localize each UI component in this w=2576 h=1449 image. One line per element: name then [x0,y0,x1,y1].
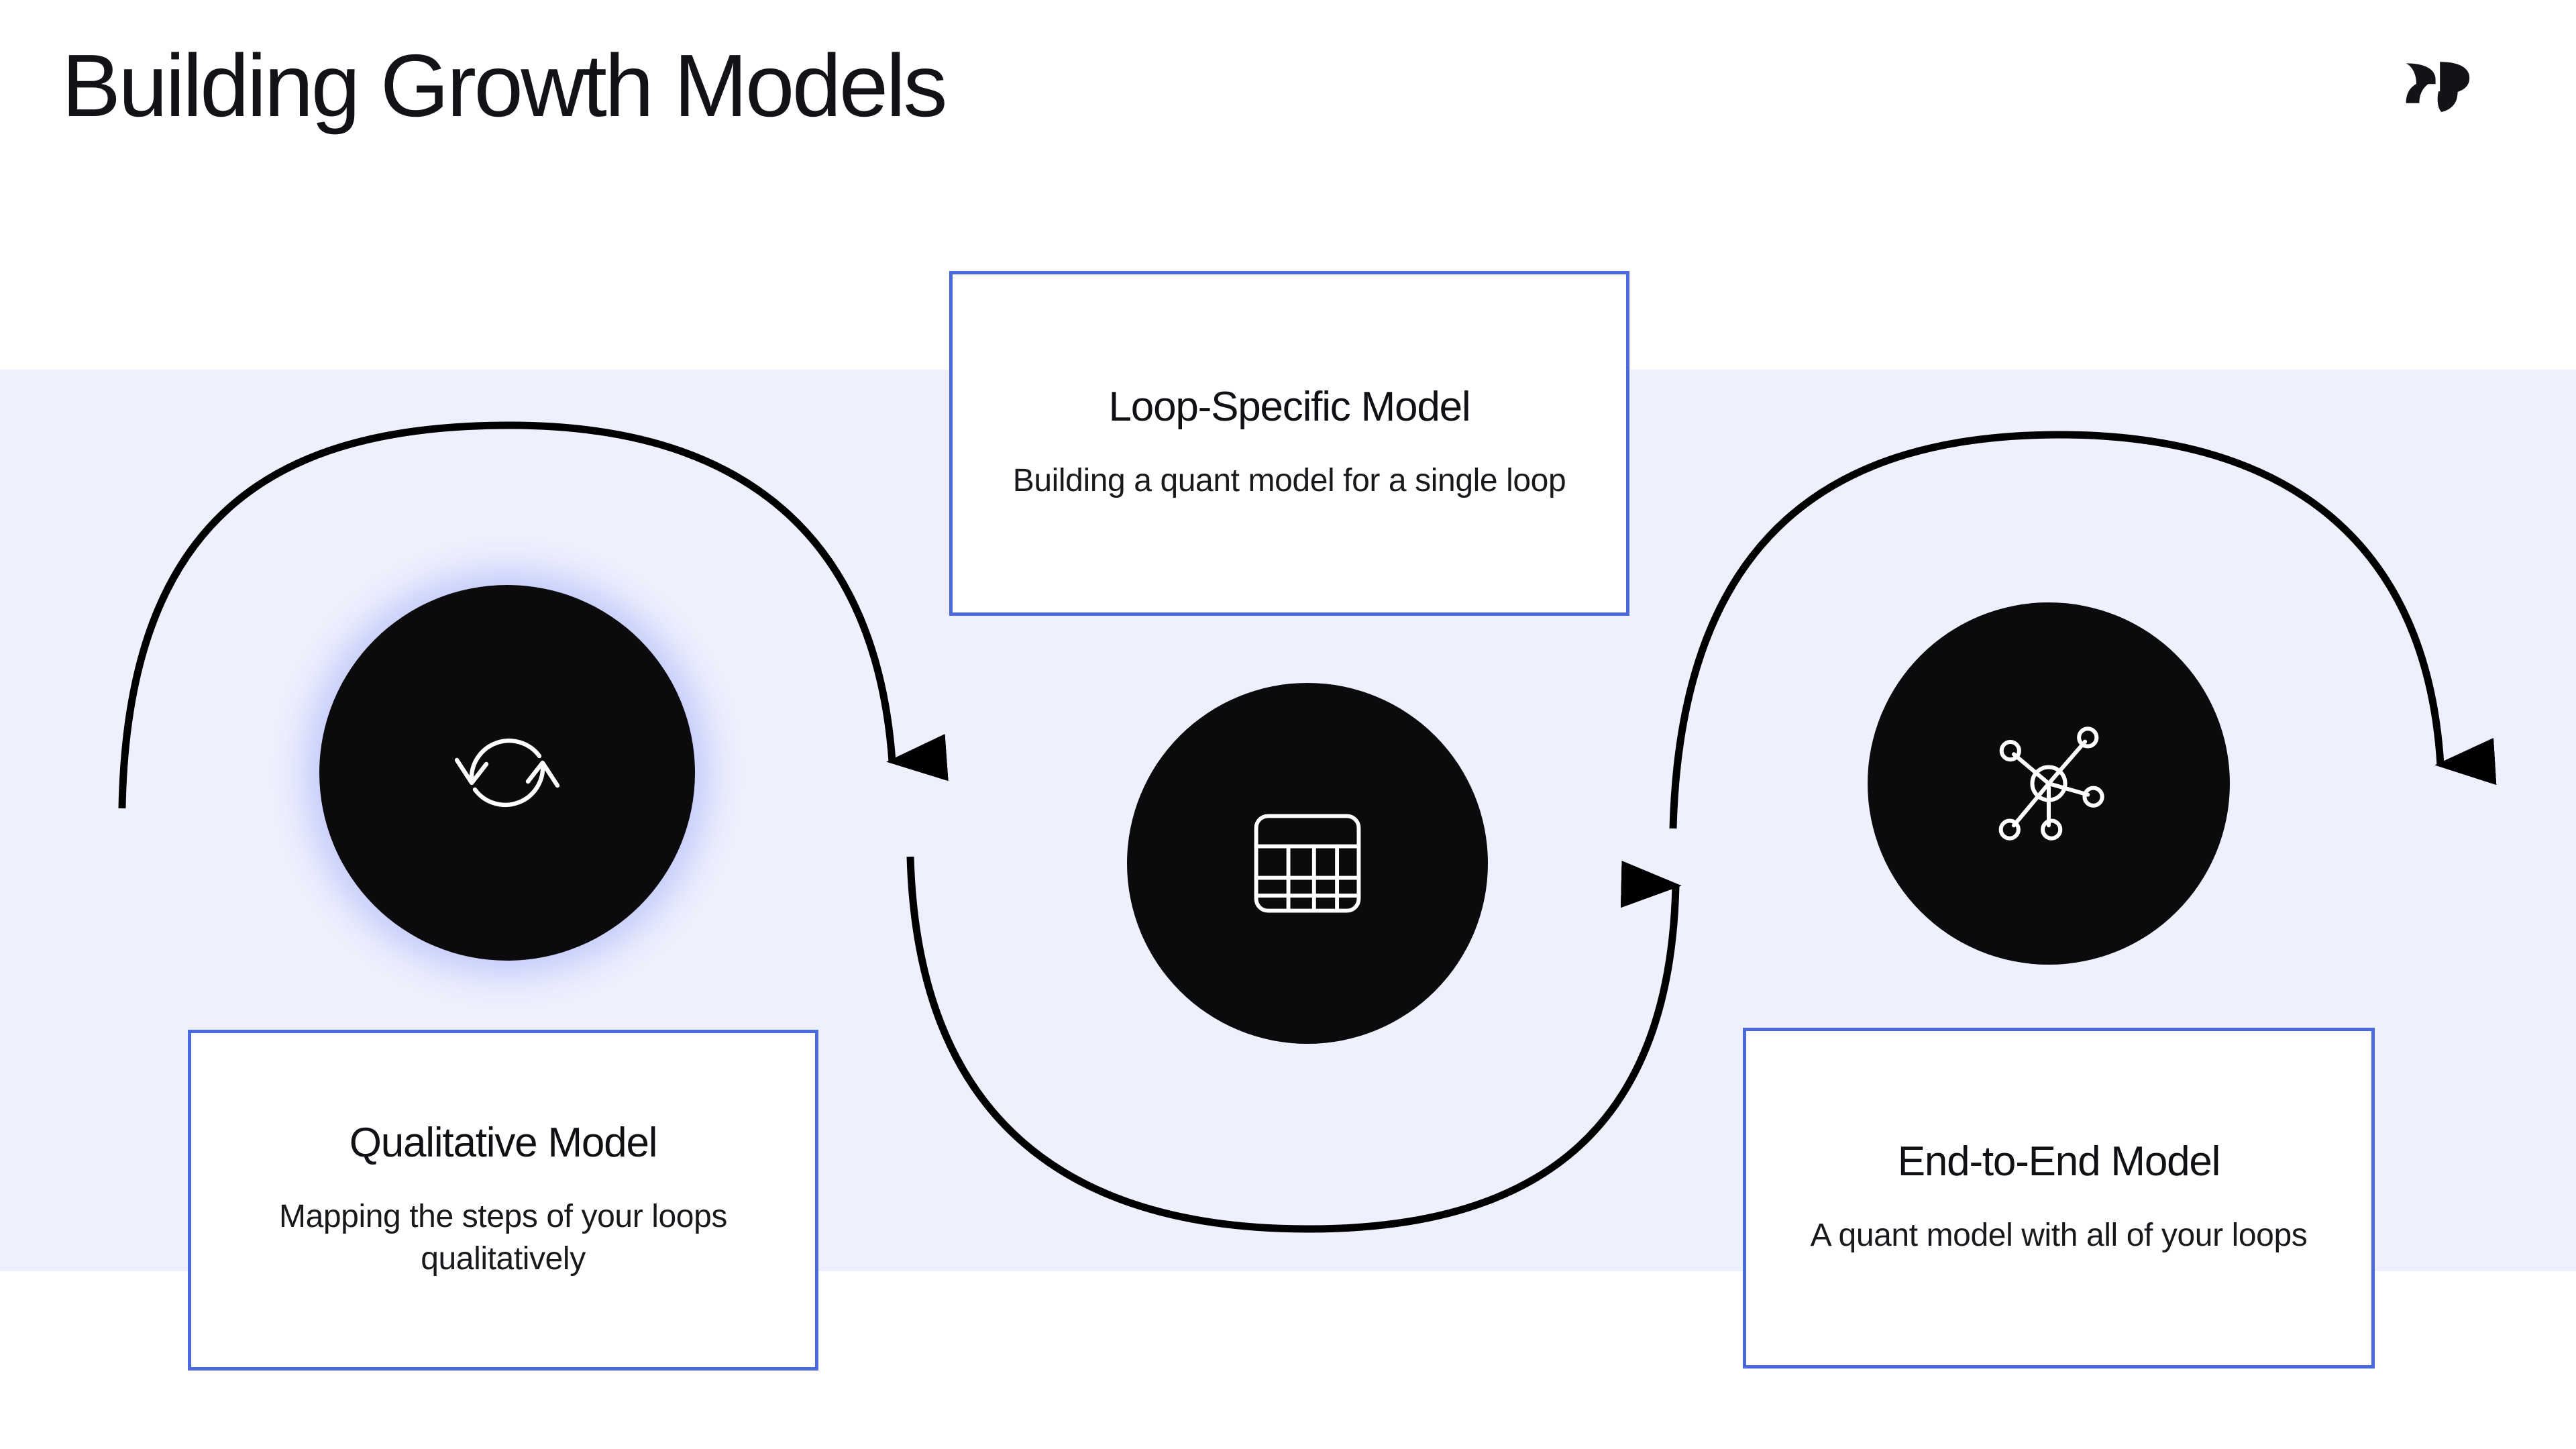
card-end-to-end[interactable]: End-to-End Model A quant model with all … [1743,1028,2375,1368]
card-description-loop-specific: Building a quant model for a single loop [1012,463,1566,499]
card-title-qualitative: Qualitative Model [349,1119,658,1166]
refresh-cycle-icon [454,738,560,808]
node-circle-qualitative [319,585,695,961]
node-circle-end-to-end [1868,602,2230,965]
card-title-loop-specific: Loop-Specific Model [1108,384,1471,431]
card-title-end-to-end: End-to-End Model [1897,1138,2221,1185]
spreadsheet-table-icon [1254,814,1361,913]
network-hub-icon [1998,727,2104,841]
page-title: Building Growth Models [62,36,948,135]
card-qualitative[interactable]: Qualitative Model Mapping the steps of y… [188,1030,818,1371]
reforge-logo-icon [2402,46,2475,119]
card-description-end-to-end: A quant model with all of your loops [1810,1218,2308,1254]
card-description-qualitative: Mapping the steps of your loops qualitat… [278,1198,727,1277]
node-circle-loop-specific [1127,683,1488,1044]
card-loop-specific[interactable]: Loop-Specific Model Building a quant mod… [949,271,1629,616]
